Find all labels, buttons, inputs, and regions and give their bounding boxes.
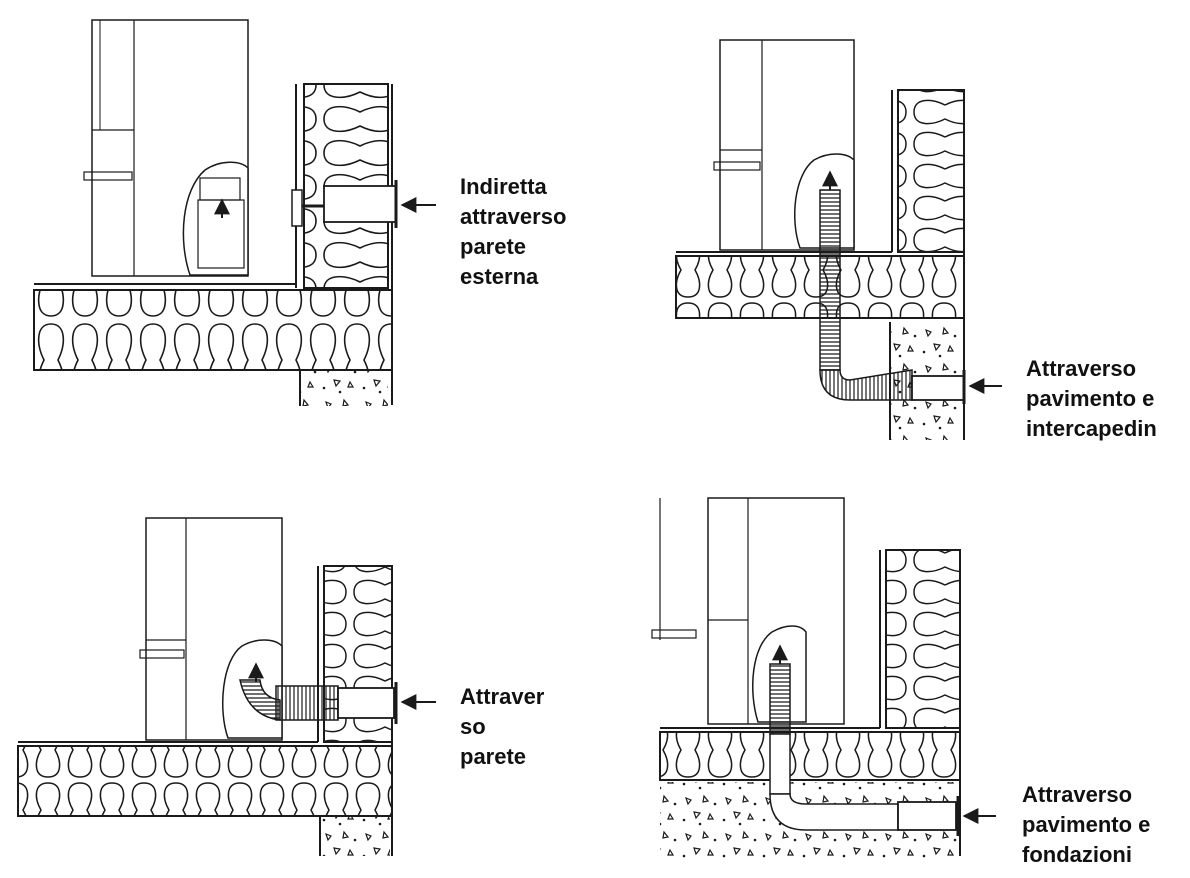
panel-top-left: [33, 19, 436, 406]
outlet-pipe: [911, 375, 965, 401]
label-line: Attraverso: [1022, 782, 1133, 807]
label-line: parete: [460, 234, 527, 259]
label-line: intercapedin: [1026, 416, 1157, 441]
panel-bottom-right: [651, 497, 996, 858]
floor-insulation: [33, 289, 393, 371]
wall-pipe: [323, 185, 397, 223]
floor-insulation: [17, 745, 393, 817]
panel-top-right: [675, 39, 1002, 440]
label-line: pavimento e: [1022, 812, 1151, 837]
outlet-pipe: [897, 801, 957, 831]
wall-insulation: [885, 549, 961, 729]
label-line: Attraverso: [1026, 356, 1137, 381]
foundation: [300, 370, 388, 406]
label-line: Indiretta: [460, 174, 547, 199]
wall-pipe: [337, 687, 395, 719]
label-line: so: [460, 714, 486, 739]
label-line: esterna: [460, 264, 539, 289]
label-line: parete: [460, 744, 527, 769]
label-floor-cavity: Attraverso pavimento e intercapedin: [1026, 354, 1157, 444]
label-line: attraverso: [460, 204, 567, 229]
label-line: fondazioni: [1022, 842, 1132, 867]
floor-insulation: [659, 731, 961, 781]
label-line: Attraver: [460, 684, 545, 709]
flexible-pipe: [819, 189, 841, 371]
label-indirect-wall: Indiretta attraverso parete esterna: [460, 172, 566, 292]
wall-insulation: [897, 89, 965, 253]
label-floor-foundation: Attraverso pavimento e fondazioni: [1022, 780, 1150, 870]
panel-bottom-left: [17, 517, 436, 856]
label-through-wall: Attraver so parete: [460, 682, 544, 772]
label-line: pavimento e: [1026, 386, 1155, 411]
flexible-pipe: [769, 663, 791, 735]
foundation: [320, 816, 390, 856]
